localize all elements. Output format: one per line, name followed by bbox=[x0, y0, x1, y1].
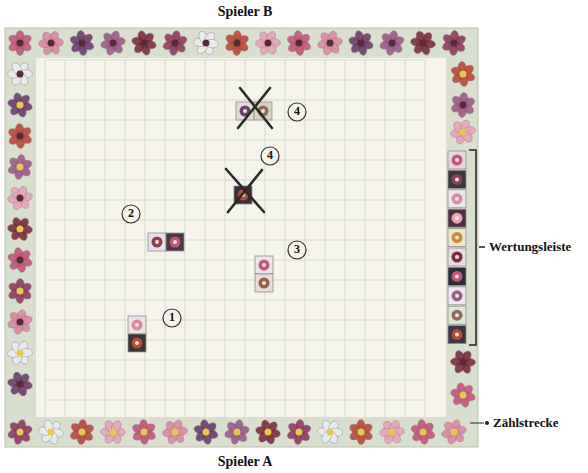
flower bbox=[286, 419, 312, 445]
flower-tile bbox=[148, 233, 166, 251]
flower bbox=[162, 30, 188, 56]
grid-line bbox=[45, 360, 425, 361]
board-grid bbox=[45, 60, 425, 420]
flower-tile bbox=[255, 274, 273, 292]
flower bbox=[286, 30, 312, 56]
grid-line bbox=[45, 160, 425, 161]
flower bbox=[38, 419, 64, 445]
grid-line bbox=[45, 100, 425, 101]
flower bbox=[193, 419, 219, 445]
flower bbox=[450, 119, 476, 145]
grid-line bbox=[45, 220, 425, 221]
score-tile bbox=[448, 170, 466, 188]
flower-tile bbox=[128, 334, 146, 352]
flower bbox=[7, 216, 33, 242]
score-tile bbox=[448, 306, 466, 324]
flower bbox=[7, 31, 33, 56]
flower-tile bbox=[166, 233, 184, 251]
score-tile bbox=[448, 229, 466, 247]
flower bbox=[7, 371, 33, 397]
grid-line bbox=[45, 140, 425, 141]
flower bbox=[450, 349, 475, 375]
callout-number: 1 bbox=[169, 311, 175, 324]
flower bbox=[131, 419, 157, 444]
score-tiles bbox=[448, 151, 466, 344]
callout-number: 2 bbox=[128, 207, 134, 220]
grid-line bbox=[45, 260, 425, 261]
flower bbox=[7, 278, 33, 303]
leader-marks bbox=[469, 150, 489, 425]
leader-label: Zählstrecke bbox=[493, 416, 558, 430]
flower bbox=[410, 419, 436, 445]
leader-label: Wertungsleiste bbox=[489, 240, 571, 254]
score-tile bbox=[448, 287, 466, 305]
flower bbox=[193, 30, 219, 56]
score-tile bbox=[448, 326, 466, 344]
flower bbox=[7, 123, 33, 149]
flower bbox=[7, 92, 33, 118]
flower-border bbox=[7, 30, 476, 445]
flower bbox=[38, 30, 64, 56]
grid-line bbox=[45, 240, 425, 241]
flower bbox=[224, 419, 250, 445]
score-tile bbox=[448, 190, 466, 208]
flower bbox=[317, 419, 342, 445]
flower bbox=[379, 419, 405, 445]
grid-line bbox=[45, 420, 425, 421]
flower-tiles bbox=[128, 102, 273, 352]
flower bbox=[7, 340, 32, 366]
flower bbox=[317, 30, 343, 56]
grid-line bbox=[45, 300, 425, 301]
callout-number: 4 bbox=[294, 105, 300, 118]
grid-line bbox=[45, 120, 425, 121]
board-frame bbox=[5, 28, 478, 447]
flower bbox=[379, 30, 405, 56]
callout-number: 3 bbox=[294, 243, 300, 256]
flower bbox=[7, 419, 33, 445]
flower bbox=[131, 30, 157, 56]
flower bbox=[7, 247, 33, 273]
flower bbox=[7, 185, 33, 211]
flower bbox=[100, 419, 125, 445]
callout-circles bbox=[122, 103, 306, 327]
player-label: Spieler B bbox=[218, 4, 273, 19]
flower bbox=[7, 309, 33, 335]
flower bbox=[450, 92, 476, 118]
score-tile bbox=[448, 209, 466, 227]
flower-tile bbox=[128, 316, 146, 334]
flower bbox=[69, 419, 95, 445]
flower bbox=[450, 382, 476, 408]
flower bbox=[348, 419, 374, 444]
flower bbox=[100, 30, 126, 56]
grid-line bbox=[45, 280, 425, 281]
flower bbox=[348, 30, 374, 56]
player-label: Spieler A bbox=[218, 454, 273, 469]
callout-number: 4 bbox=[267, 149, 273, 162]
grid-line bbox=[45, 60, 425, 61]
score-tile bbox=[448, 151, 466, 169]
score-tile bbox=[448, 248, 466, 266]
grid-line bbox=[45, 400, 425, 401]
flower bbox=[441, 30, 467, 56]
flower bbox=[224, 30, 250, 55]
flower bbox=[162, 419, 188, 445]
grid-line bbox=[45, 380, 425, 381]
grid-line bbox=[45, 320, 425, 321]
grid-line bbox=[45, 80, 425, 81]
flower bbox=[8, 61, 33, 87]
flower-tile bbox=[255, 256, 273, 274]
score-tile bbox=[448, 267, 466, 285]
flower bbox=[441, 419, 467, 445]
grid-line bbox=[45, 340, 425, 341]
flower bbox=[255, 30, 280, 56]
flower bbox=[7, 154, 33, 180]
flower bbox=[69, 30, 95, 56]
flower bbox=[410, 30, 436, 56]
flower bbox=[450, 61, 476, 87]
flower bbox=[255, 419, 281, 445]
